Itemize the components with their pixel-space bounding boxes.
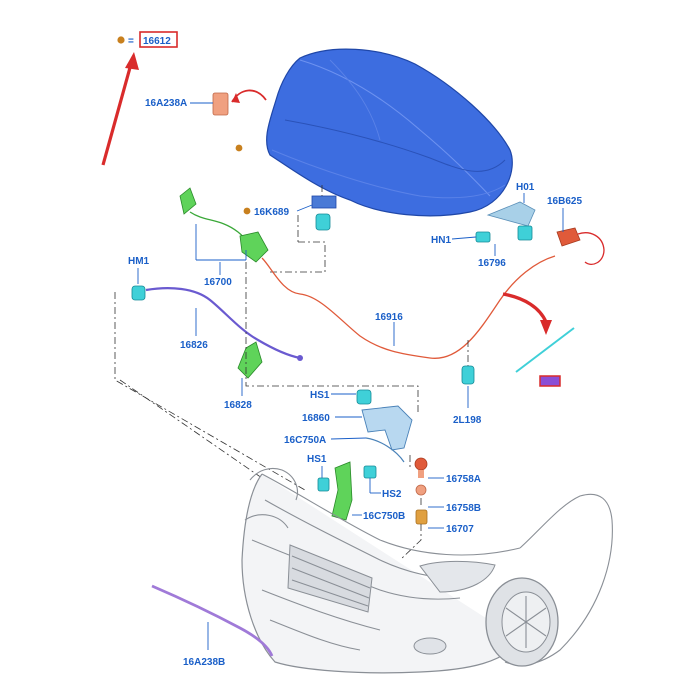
cable-end-part bbox=[515, 327, 575, 373]
label-HS1-upper: HS1 bbox=[310, 390, 330, 401]
index-part-box bbox=[139, 31, 178, 48]
label-HN1: HN1 bbox=[431, 235, 451, 246]
label-2L198: 2L198 bbox=[453, 415, 482, 426]
red-arrow-icon bbox=[101, 52, 139, 166]
label-16916: 16916 bbox=[375, 312, 403, 323]
lock-2l198-part bbox=[461, 365, 475, 385]
label-16826: 16826 bbox=[180, 340, 208, 351]
red-arrow-icon bbox=[502, 292, 552, 335]
label-16700: 16700 bbox=[204, 277, 232, 288]
label-16C750B: 16C750B bbox=[363, 511, 405, 522]
prop-clip-part bbox=[237, 341, 263, 379]
bullet-dot-icon bbox=[117, 36, 125, 44]
label-HS1-lower: HS1 bbox=[307, 454, 327, 465]
index-part-number: 16612 bbox=[143, 36, 171, 47]
prop-rod-part bbox=[145, 287, 303, 361]
label-16758B: 16758B bbox=[446, 503, 481, 514]
label-16707: 16707 bbox=[446, 524, 474, 535]
label-16A238B: 16A238B bbox=[183, 657, 225, 668]
bracket-b-part bbox=[331, 461, 353, 521]
latch-cable-part bbox=[179, 187, 269, 263]
label-HS2: HS2 bbox=[382, 489, 402, 500]
label-16C750A: 16C750A bbox=[284, 435, 326, 446]
hood-insulator-part bbox=[190, 89, 267, 116]
label-16A238A: 16A238A bbox=[145, 98, 187, 109]
bumper-parts bbox=[399, 455, 428, 561]
front-seal-part bbox=[151, 584, 274, 657]
label-16K689: 16K689 bbox=[254, 207, 289, 218]
hs1-clip bbox=[317, 477, 330, 492]
hm1-clip bbox=[131, 285, 146, 301]
label-16860: 16860 bbox=[302, 413, 330, 424]
support-bracket-part bbox=[356, 389, 413, 479]
bullet-dot-icon bbox=[235, 144, 243, 152]
cable-end-tag bbox=[539, 375, 561, 387]
release-cable-part bbox=[261, 255, 556, 359]
label-16796: 16796 bbox=[478, 258, 506, 269]
bullet-dot-icon bbox=[243, 207, 251, 215]
hood-bumper-part bbox=[296, 185, 337, 231]
vehicle-front-illustration bbox=[241, 467, 613, 674]
label-H01: H01 bbox=[516, 182, 535, 193]
index-key: = 16612 bbox=[117, 31, 178, 48]
label-16B625: 16B625 bbox=[547, 196, 582, 207]
hinge-assembly-part bbox=[475, 201, 605, 265]
label-16758A: 16758A bbox=[446, 474, 481, 485]
index-equals: = bbox=[128, 36, 134, 47]
label-HM1: HM1 bbox=[128, 256, 150, 267]
label-16828: 16828 bbox=[224, 400, 252, 411]
hood-panel bbox=[266, 48, 513, 217]
